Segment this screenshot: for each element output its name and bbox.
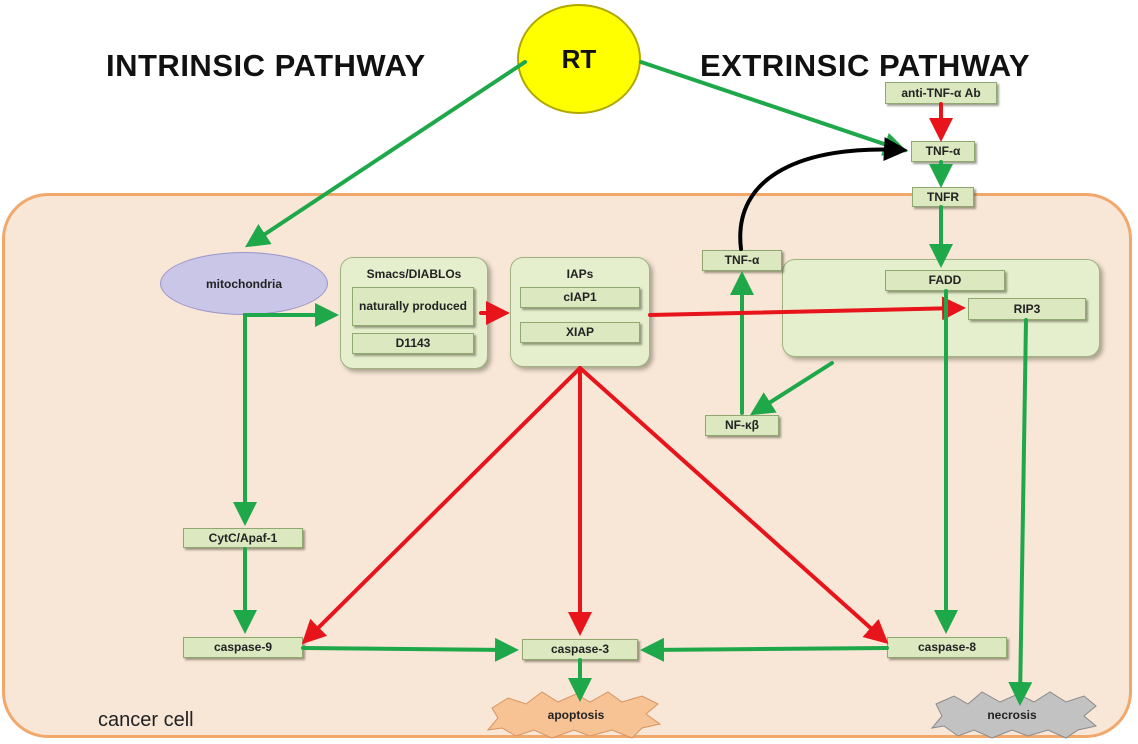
iaps-title: IAPs [566, 267, 594, 281]
iaps-group: IAPs [510, 257, 650, 367]
naturally-produced-node: naturally produced [352, 287, 474, 326]
fadd-node: FADD [885, 270, 1005, 291]
edge-mito-smacs [243, 303, 339, 327]
edge-rip3-necrosis [1008, 318, 1033, 706]
cancer-cell-label: cancer cell [98, 709, 194, 731]
edge-iaps-casp8 [578, 366, 889, 645]
edge-iaps-casp9 [301, 366, 582, 645]
tnf-alpha-intracellular-node: TNF-α [702, 250, 782, 271]
apoptosis-shape [486, 691, 662, 739]
edge-casp8-casp3 [640, 637, 889, 662]
cytc-apaf1-node: CytC/Apaf-1 [183, 528, 303, 548]
edge-rt-mitochondria [244, 60, 527, 248]
smacs-diablos-title: Smacs/DIABLOs [366, 267, 462, 281]
necrosis-shape [930, 691, 1098, 739]
d1143-node: D1143 [352, 333, 474, 354]
caspase-9-node: caspase-9 [183, 637, 303, 658]
apoptosis-label: apoptosis [547, 708, 605, 722]
edge-complex-nfkb [749, 361, 834, 416]
edge-casp9-casp3 [301, 637, 519, 662]
necrosis-label: necrosis [987, 708, 1037, 722]
tnf-alpha-extracellular-node: TNF-α [911, 141, 975, 162]
extrinsic-pathway-heading: EXTRINSIC PATHWAY [700, 48, 1031, 83]
edge-rt-tnf [639, 60, 908, 156]
rt-node: RT [517, 4, 641, 114]
edge-tnf-feedback [738, 137, 908, 251]
xiap-node: XIAP [520, 322, 640, 343]
nf-kb-node: NF-κβ [705, 415, 779, 436]
edge-iaps-rip3 [648, 296, 966, 321]
intrinsic-pathway-heading: INTRINSIC PATHWAY [106, 48, 426, 83]
ciap1-node: cIAP1 [520, 287, 640, 308]
mitochondria-node: mitochondria [160, 252, 328, 315]
